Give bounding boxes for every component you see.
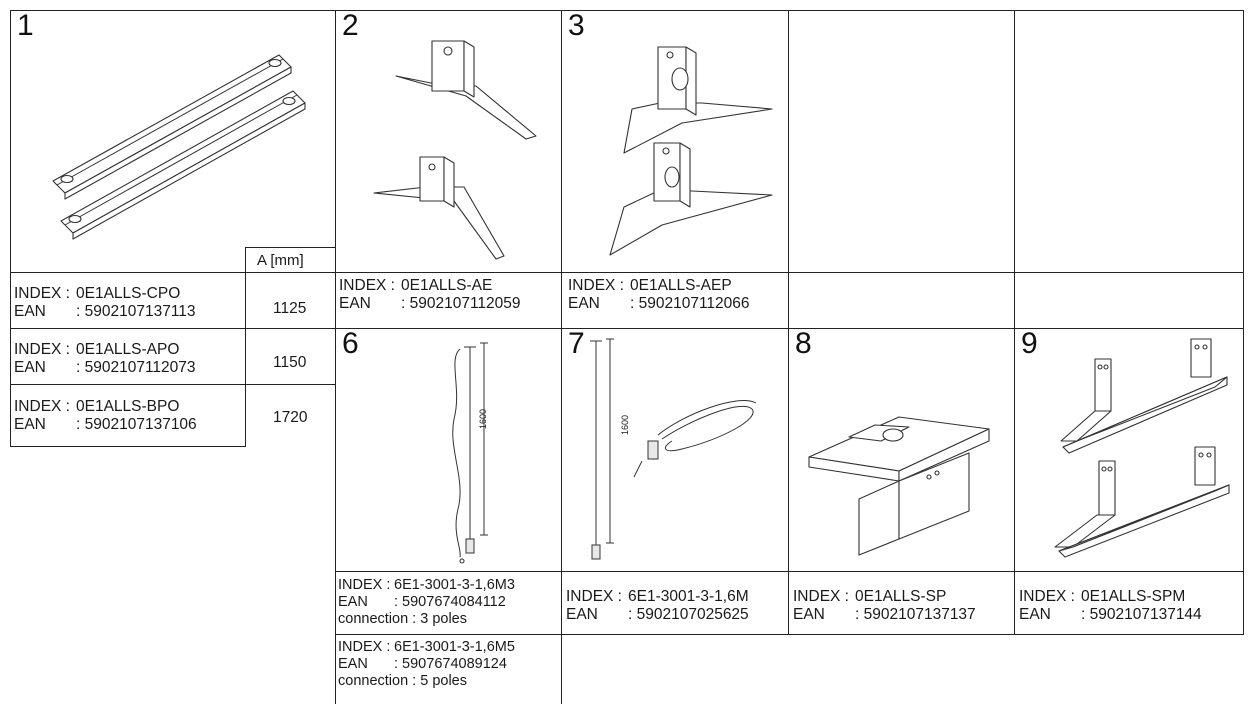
connection-text: connection : 3 poles <box>338 611 467 627</box>
row-2-info: INDEX : 0E1ALLS-AE EAN : 5902107112059 <box>335 272 562 329</box>
index-label: INDEX : <box>14 398 70 415</box>
cell-9: 9 <box>1014 327 1244 572</box>
index-value: 0E1ALLS-APO <box>76 341 180 358</box>
product-info: INDEX : 6E1-3001-3-1,6M EAN : 590210702562… <box>566 588 749 624</box>
cell-3: 3 <box>561 9 789 273</box>
ean-label: EAN <box>14 303 46 320</box>
ean-label: EAN <box>339 295 371 312</box>
row-cpo: INDEX : 0E1ALLS-CPO EAN : 5902107137113 11… <box>10 272 337 329</box>
ean-value: : 5902107112059 <box>401 295 521 312</box>
cell-1: 1 A [mm] <box>10 9 337 274</box>
index-value: 0E1ALLS-AEP <box>630 277 732 294</box>
index-value: 6E1-3001-3-1,6M <box>628 588 749 605</box>
dimension-label: 1600 <box>620 414 630 435</box>
cell-2: 2 <box>335 9 562 273</box>
product-info: INDEX :6E1-3001-3-1,6M3 EAN : 59076740841… <box>338 577 515 628</box>
ean-label: EAN <box>338 656 368 672</box>
ean-label: EAN <box>566 606 598 623</box>
index-value: 0E1ALLS-SPM <box>1081 588 1186 605</box>
a-cell: 1720 <box>245 384 337 447</box>
column-header-a: A [mm] <box>245 247 337 274</box>
cell-number: 1 <box>17 9 34 42</box>
ean-value: : 5907674089124 <box>394 656 507 672</box>
end-cap-p-drawing <box>609 46 773 256</box>
product-info: INDEX : 0E1ALLS-SP EAN : 5902107137137 <box>793 588 976 624</box>
index-value: 6E1-3001-3-1,6M5 <box>394 639 515 655</box>
cell-5-empty <box>1014 10 1244 273</box>
ean-value: : 5902107112073 <box>76 359 196 376</box>
row-7-info: INDEX : 6E1-3001-3-1,6M EAN : 590210702562… <box>561 571 789 635</box>
dimension-label: 1600 <box>478 408 488 429</box>
cell-number: 3 <box>568 9 585 42</box>
cell-4-info-empty <box>788 272 1015 329</box>
cell-8: 8 <box>788 327 1015 572</box>
index-label: INDEX : <box>338 577 391 593</box>
product-info: INDEX : 0E1ALLS-SPM EAN : 5902107137144 <box>1019 588 1202 624</box>
mount-bracket-drawing <box>1054 338 1230 558</box>
end-cap-drawing <box>373 40 537 260</box>
ean-label: EAN <box>14 359 46 376</box>
ean-label: EAN <box>568 295 600 312</box>
cell-4-empty <box>788 10 1015 273</box>
row-6a-info: INDEX :6E1-3001-3-1,6M3 EAN : 59076740841… <box>335 571 562 635</box>
suspension-cable-drawing <box>452 342 488 564</box>
ean-label: EAN <box>14 416 46 433</box>
cell-number: 2 <box>342 9 359 42</box>
cell-number: 6 <box>342 327 359 360</box>
row-9-info: INDEX : 0E1ALLS-SPM EAN : 5902107137144 <box>1014 571 1244 635</box>
profile-rails-drawing <box>52 54 306 240</box>
row-6b-info: INDEX :6E1-3001-3-1,6M5 EAN : 59076740891… <box>335 634 562 704</box>
index-value: 0E1ALLS-AE <box>401 277 493 294</box>
a-value: 1125 <box>273 300 307 317</box>
index-label: INDEX : <box>793 588 849 605</box>
ean-label: EAN <box>1019 606 1051 623</box>
index-label: INDEX : <box>338 639 391 655</box>
ean-label: EAN <box>338 594 368 610</box>
a-cell: 1125 <box>245 272 337 329</box>
connector-drawing <box>808 416 990 556</box>
a-cell: 1150 <box>245 328 337 385</box>
connection-text: connection : 5 poles <box>338 673 467 689</box>
ean-value: : 5902107025625 <box>628 606 749 623</box>
index-value: 6E1-3001-3-1,6M3 <box>394 577 515 593</box>
ean-label: EAN <box>793 606 825 623</box>
index-value: 0E1ALLS-BPO <box>76 398 180 415</box>
product-info: INDEX : 0E1ALLS-CPO EAN : 5902107137113 <box>14 285 196 321</box>
index-value: 0E1ALLS-SP <box>855 588 947 605</box>
cell-6: 6 1600 <box>335 327 562 572</box>
ean-value: : 5902107137113 <box>76 303 196 320</box>
index-label: INDEX : <box>566 588 622 605</box>
ean-value: : 5902107137144 <box>1081 606 1202 623</box>
index-label: INDEX : <box>14 341 70 358</box>
row-bpo: INDEX : 0E1ALLS-BPO EAN : 5902107137106 17… <box>10 384 337 447</box>
product-info: INDEX : 0E1ALLS-AEP EAN : 5902107112066 <box>568 277 750 313</box>
index-label: INDEX : <box>339 277 395 294</box>
index-value: 0E1ALLS-CPO <box>76 285 181 302</box>
index-label: INDEX : <box>568 277 624 294</box>
index-label: INDEX : <box>1019 588 1075 605</box>
ean-value: : 5902107112066 <box>630 295 750 312</box>
column-header-label: A [mm] <box>257 252 304 269</box>
row-3-info: INDEX : 0E1ALLS-AEP EAN : 5902107112066 <box>561 272 789 329</box>
a-value: 1720 <box>273 409 308 426</box>
suspension-set-drawing <box>590 338 757 560</box>
product-info: INDEX : 0E1ALLS-APO EAN : 5902107112073 <box>14 341 196 377</box>
cell-number: 8 <box>795 327 812 360</box>
ean-value: : 5907674084112 <box>394 594 506 610</box>
product-info: INDEX :6E1-3001-3-1,6M5 EAN : 59076740891… <box>338 639 515 690</box>
a-value: 1150 <box>273 354 307 371</box>
cell-5-info-empty <box>1014 272 1244 329</box>
index-label: INDEX : <box>14 285 70 302</box>
cell-number: 9 <box>1021 327 1038 360</box>
row-8-info: INDEX : 0E1ALLS-SP EAN : 5902107137137 <box>788 571 1015 635</box>
product-info: INDEX : 0E1ALLS-AE EAN : 5902107112059 <box>339 277 521 313</box>
cell-7: 7 1600 <box>561 327 789 572</box>
ean-value: : 5902107137106 <box>76 416 197 433</box>
product-info: INDEX : 0E1ALLS-BPO EAN : 5902107137106 <box>14 398 197 434</box>
row-apo: INDEX : 0E1ALLS-APO EAN : 5902107112073 11… <box>10 328 337 385</box>
cell-number: 7 <box>568 327 585 360</box>
ean-value: : 5902107137137 <box>855 606 976 623</box>
